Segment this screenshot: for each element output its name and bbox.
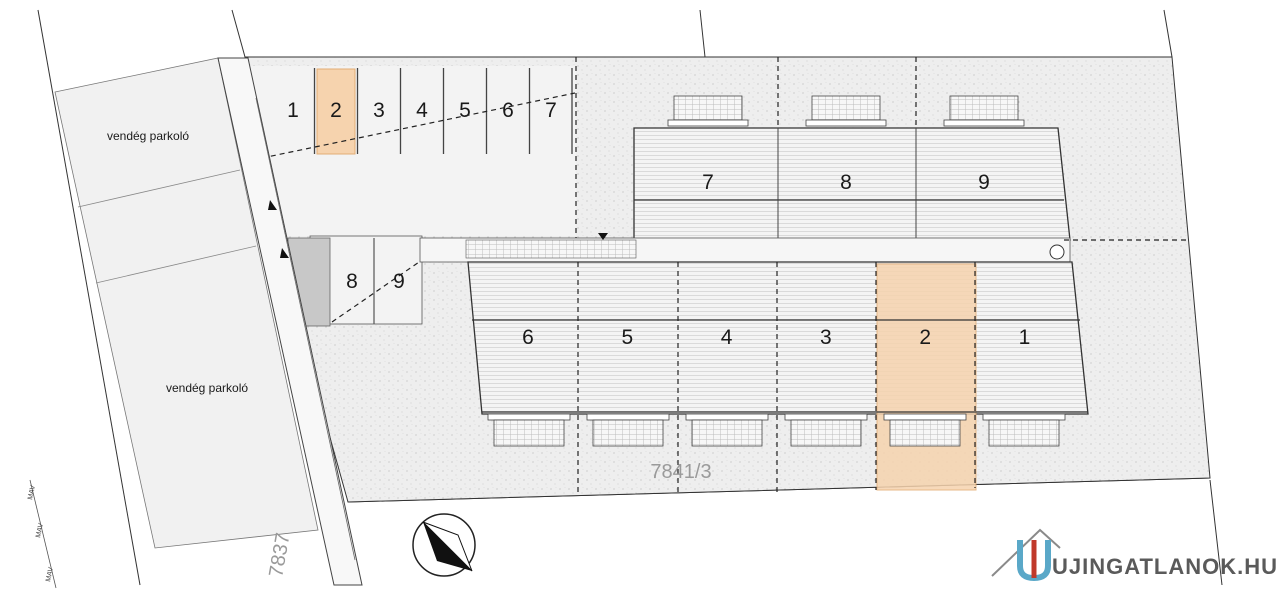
unit-label-south: 5 [621,326,633,349]
watermark-logo: UJINGATLANOK.HU [991,528,1278,582]
guest-parking-label-bottom: vendég parkoló [166,381,248,395]
guest-parking-label-top: vendég parkoló [107,129,189,143]
parking-space-label: 1 [287,99,299,122]
lot-boundaries [575,57,1190,496]
parking-space-label: 9 [393,270,405,293]
parking-space-label: 2 [330,99,342,122]
parking-space-label: 5 [459,99,471,122]
road-sidewalk [217,57,363,586]
parcel-number: 7841/3 [650,461,711,483]
unit-label-south: 2 [919,326,931,349]
guest-parking-strip [54,57,319,549]
unit-label-south: 1 [1019,326,1031,349]
parking-spaces-top: 1 2 3 4 5 6 7 [287,68,573,155]
unit-label-north: 9 [978,171,990,194]
south-terraces [487,413,1066,447]
parking-space-label: 4 [416,99,428,122]
parking-space-label: 3 [373,99,385,122]
north-parking-lot [248,66,576,236]
parking-space-label: 7 [545,99,557,122]
unit-label-south: 6 [522,326,534,349]
units-north: 7 8 9 [702,171,990,194]
units-south: 6 5 4 3 2 1 [522,326,1030,349]
unit-label-north: 8 [840,171,852,194]
north-terraces [667,95,1025,127]
road-parcel-number: 7837 [265,531,294,579]
parking-space-label: 8 [346,270,358,293]
svg-text:MAV: MAV [27,484,37,500]
unit-label-north: 7 [702,171,714,194]
svg-text:MAV: MAV [45,566,55,582]
unit-label-south: 4 [721,326,733,349]
north-building [633,127,1071,241]
north-arrow-icon [412,513,476,577]
svg-text:MAV: MAV [35,522,45,538]
unit-label-south: 3 [820,326,832,349]
watermark-text: UJINGATLANOK.HU [1052,554,1278,579]
parking-space-label: 6 [502,99,514,122]
south-building [467,261,1089,415]
highlighted-unit[interactable] [876,263,977,491]
rail-marks: MAV MAV MAV [27,479,57,589]
parking-space-highlight[interactable] [316,68,356,155]
